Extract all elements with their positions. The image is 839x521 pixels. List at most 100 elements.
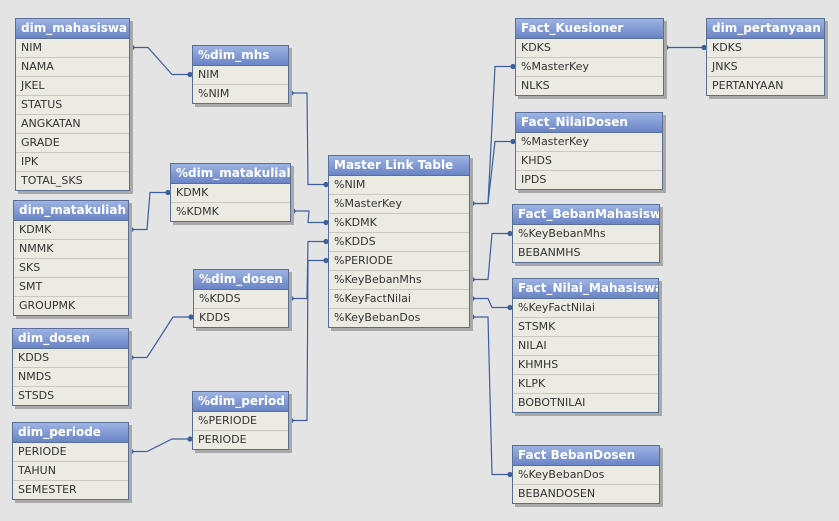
field-row[interactable]: %NIM	[198, 87, 230, 100]
field-row[interactable]: %KeyBebanDos	[513, 466, 659, 485]
field-row[interactable]: NILAI	[513, 337, 658, 356]
field-row[interactable]: IPK	[16, 153, 129, 172]
table-title[interactable]: %dim_period	[193, 392, 288, 412]
field-row[interactable]: KDKS	[707, 39, 824, 58]
field-row[interactable]: %PERIODE	[329, 252, 469, 271]
field-row[interactable]: %KeyFactNilai	[329, 290, 469, 309]
link-endpoint	[469, 200, 475, 207]
field-row[interactable]: GROUPMK	[19, 299, 76, 312]
field-row[interactable]: %KDMK	[176, 205, 219, 218]
field-row[interactable]: KLPK	[513, 375, 658, 394]
table-title[interactable]: Fact_NilaiDosen	[516, 113, 662, 133]
field-row[interactable]: SKS	[14, 259, 128, 278]
field-row[interactable]: KDDS	[199, 311, 231, 324]
field-row[interactable]: %KDMK	[329, 214, 469, 233]
link-endpoint	[128, 226, 134, 233]
link-endpoint	[128, 354, 134, 361]
field-row[interactable]: %MasterKey	[329, 195, 469, 214]
field-row[interactable]: BOBOTNILAI	[518, 396, 586, 409]
link-endpoint	[128, 448, 134, 455]
table-fact-nilaidosen[interactable]: Fact_NilaiDosen %MasterKey KHDS IPDS	[515, 112, 663, 190]
table-dim-matakuliah-key[interactable]: %dim_matakuliah KDMK %KDMK	[170, 163, 291, 222]
field-row[interactable]: NIM	[16, 39, 129, 58]
table-title[interactable]: dim_dosen	[13, 329, 128, 349]
table-title[interactable]: %dim_dosen	[194, 270, 288, 290]
link-line	[131, 191, 168, 231]
table-title[interactable]: dim_pertanyaan	[707, 19, 824, 39]
field-row[interactable]: %MasterKey	[516, 58, 663, 77]
field-row[interactable]: KHDS	[516, 152, 662, 171]
link-endpoint	[469, 200, 475, 207]
field-row[interactable]: NLKS	[521, 79, 550, 92]
table-dim-mahasiswa[interactable]: dim_mahasiswa NIM NAMA JKEL STATUS ANGKA…	[15, 18, 130, 191]
field-row[interactable]: GRADE	[16, 134, 129, 153]
field-row[interactable]: NAMA	[16, 58, 129, 77]
link-line	[131, 438, 190, 453]
field-row[interactable]: %NIM	[329, 176, 469, 195]
table-fact-bebanmahasiswa[interactable]: Fact_BebanMahasiswa %KeyBebanMhs BEBANMH…	[512, 204, 660, 263]
field-row[interactable]: KDMK	[171, 184, 290, 203]
field-row[interactable]: NMMK	[14, 240, 128, 259]
field-row[interactable]: ANGKATAN	[16, 115, 129, 134]
field-row[interactable]: NMDS	[13, 368, 128, 387]
field-row[interactable]: JKEL	[16, 77, 129, 96]
field-row[interactable]: TAHUN	[13, 462, 128, 481]
table-fact-kuesioner[interactable]: Fact_Kuesioner KDKS %MasterKey NLKS	[515, 18, 664, 96]
link-line	[472, 65, 513, 205]
table-fact-nilai-mahasiswa[interactable]: Fact_Nilai_Mahasiswa %KeyFactNilai STSMK…	[512, 278, 659, 413]
table-title[interactable]: Fact BebanDosen	[513, 446, 659, 466]
field-row[interactable]: NIM	[193, 66, 288, 85]
field-row[interactable]: SMT	[14, 278, 128, 297]
table-title[interactable]: dim_mahasiswa	[16, 19, 129, 39]
table-dim-pertanyaan[interactable]: dim_pertanyaan KDKS JNKS PERTANYAAN	[706, 18, 825, 96]
field-row[interactable]: %KeyBebanMhs	[513, 225, 659, 244]
field-row[interactable]: %PERIODE	[193, 412, 288, 431]
field-row[interactable]: %KeyBebanDos	[334, 311, 421, 324]
table-title[interactable]: Fact_Nilai_Mahasiswa	[513, 279, 658, 299]
link-endpoint	[288, 90, 294, 96]
field-row[interactable]: %KDDS	[194, 290, 288, 309]
link-line	[293, 210, 326, 224]
field-row[interactable]: JNKS	[707, 58, 824, 77]
field-row[interactable]: PERIODE	[13, 443, 128, 462]
field-row[interactable]: %MasterKey	[516, 133, 662, 152]
table-title[interactable]: %dim_mhs	[193, 46, 288, 66]
link-endpoint	[469, 295, 475, 302]
table-dim-matakuliah[interactable]: dim_matakuliah KDMK NMMK SKS SMT GROUPMK	[13, 200, 129, 316]
table-title[interactable]: dim_matakuliah	[14, 201, 128, 221]
field-row[interactable]: STATUS	[16, 96, 129, 115]
field-row[interactable]: TOTAL_SKS	[21, 174, 83, 187]
field-row[interactable]: IPDS	[521, 173, 547, 186]
field-row[interactable]: SEMESTER	[18, 483, 77, 496]
field-row[interactable]: STSMK	[513, 318, 658, 337]
table-title[interactable]: Fact_Kuesioner	[516, 19, 663, 39]
link-endpoint	[663, 44, 669, 51]
table-dim-periode[interactable]: dim_periode PERIODE TAHUN SEMESTER	[12, 422, 129, 500]
table-title[interactable]: Fact_BebanMahasiswa	[513, 205, 659, 225]
field-row[interactable]: KDDS	[13, 349, 128, 368]
field-row[interactable]: KDKS	[516, 39, 663, 58]
table-master-link[interactable]: Master Link Table %NIM %MasterKey %KDMK …	[328, 155, 470, 328]
field-row[interactable]: PERTANYAAN	[712, 79, 784, 92]
link-line	[131, 316, 191, 359]
table-dim-dosen[interactable]: dim_dosen KDDS NMDS STSDS	[12, 328, 129, 406]
field-row[interactable]: %KDDS	[329, 233, 469, 252]
table-title[interactable]: Master Link Table	[329, 156, 469, 176]
field-row[interactable]: %KeyFactNilai	[513, 299, 658, 318]
field-row[interactable]: STSDS	[18, 389, 55, 402]
table-dim-dosen-key[interactable]: %dim_dosen %KDDS KDDS	[193, 269, 289, 328]
field-row[interactable]: KDMK	[14, 221, 128, 240]
field-row[interactable]: PERIODE	[198, 433, 247, 446]
field-row[interactable]: BEBANDOSEN	[518, 487, 596, 500]
link-line	[132, 46, 190, 76]
table-title[interactable]: %dim_matakuliah	[171, 164, 290, 184]
table-dim-mhs-key[interactable]: %dim_mhs NIM %NIM	[192, 45, 289, 104]
field-row[interactable]: BEBANMHS	[518, 246, 581, 259]
field-row[interactable]: KHMHS	[513, 356, 658, 375]
link-line	[291, 259, 326, 422]
field-row[interactable]: %KeyBebanMhs	[329, 271, 469, 290]
table-fact-bebandosen[interactable]: Fact BebanDosen %KeyBebanDos BEBANDOSEN	[512, 445, 660, 504]
link-line	[472, 232, 510, 281]
table-dim-period-key[interactable]: %dim_period %PERIODE PERIODE	[192, 391, 289, 450]
table-title[interactable]: dim_periode	[13, 423, 128, 443]
